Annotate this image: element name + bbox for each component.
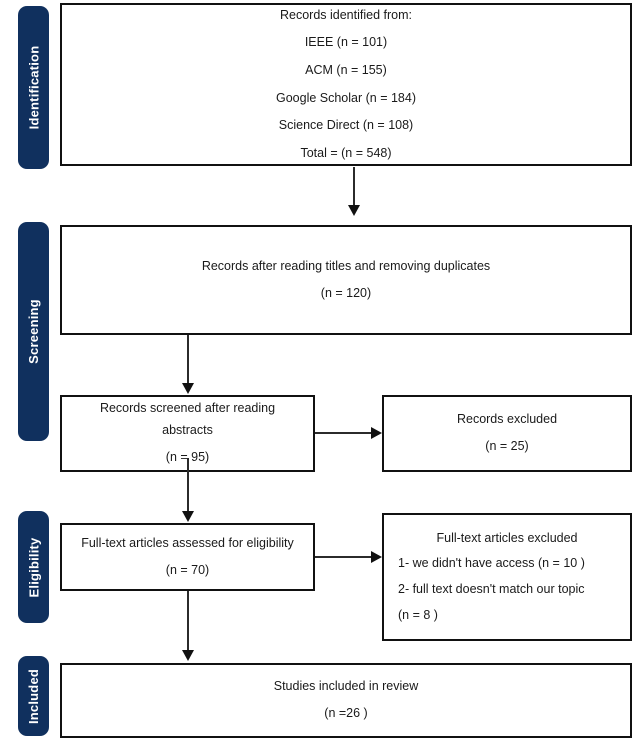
fulltext-assessed-line-1: Full-text articles assessed for eligibil… — [81, 535, 294, 550]
arrow-identified-to-titles — [348, 205, 360, 216]
connector-fulltext-to-excluded — [315, 556, 373, 558]
stage-bar-identification: Identification — [18, 6, 49, 169]
records-identified-line-5: Science Direct (n = 108) — [278, 118, 414, 133]
records-excluded-line-1: Records excluded — [456, 412, 558, 427]
fulltext-excluded-reason-3: (n = 8 ) — [398, 607, 438, 622]
records-after-titles-line-2: (n = 120) — [320, 285, 372, 300]
studies-included-line-1: Studies included in review — [273, 679, 419, 694]
stage-bar-eligibility: Eligibility — [18, 511, 49, 623]
arrow-screened-to-excluded — [371, 427, 382, 439]
fulltext-excluded-reason-2: 2- full text doesn't match our topic — [398, 582, 585, 596]
connector-identified-to-titles — [353, 167, 355, 211]
records-identified-line-3: ACM (n = 155) — [305, 62, 387, 77]
box-studies-included: Studies included in review (n =26 ) — [60, 663, 632, 738]
fulltext-excluded-title: Full-text articles excluded — [436, 530, 578, 545]
connector-screened-to-excluded — [315, 432, 373, 434]
fulltext-excluded-reason-1: 1- we didn't have access (n = 10 ) — [398, 556, 585, 571]
records-screened-line-3: (n = 95) — [165, 450, 210, 465]
box-records-excluded: Records excluded (n = 25) — [382, 395, 632, 472]
connector-fulltext-to-included — [187, 591, 189, 654]
records-identified-line-6: Total = (n = 548) — [300, 145, 392, 160]
records-screened-line-1: Records screened after reading — [99, 401, 276, 416]
records-identified-line-4: Google Scholar (n = 184) — [275, 90, 416, 105]
box-records-identified: Records identified from: IEEE (n = 101) … — [60, 3, 632, 166]
records-screened-line-2: abstracts — [162, 422, 213, 437]
stage-label-included: Included — [26, 668, 41, 724]
box-fulltext-assessed: Full-text articles assessed for eligibil… — [60, 523, 315, 591]
records-excluded-line-2: (n = 25) — [485, 439, 529, 453]
records-identified-line-2: IEEE (n = 101) — [304, 35, 388, 50]
stage-label-identification: Identification — [26, 45, 42, 130]
arrow-titles-to-screened — [182, 383, 194, 394]
connector-screened-to-fulltext — [187, 458, 189, 516]
arrow-screened-to-fulltext — [182, 511, 194, 522]
arrow-fulltext-to-excluded — [371, 551, 382, 563]
box-fulltext-excluded: Full-text articles excluded 1- we didn't… — [382, 513, 632, 641]
records-identified-line-1: Records identified from: — [279, 7, 412, 22]
stage-label-screening: Screening — [26, 299, 41, 364]
box-records-after-titles: Records after reading titles and removin… — [60, 225, 632, 335]
arrow-fulltext-to-included — [182, 650, 194, 661]
studies-included-line-2: (n =26 ) — [324, 706, 368, 720]
stage-bar-screening: Screening — [18, 222, 49, 441]
connector-titles-to-screened — [187, 335, 189, 389]
records-after-titles-line-1: Records after reading titles and removin… — [201, 258, 491, 273]
stage-bar-included: Included — [18, 656, 49, 736]
stage-label-eligibility: Eligibility — [26, 537, 42, 597]
fulltext-assessed-line-2: (n = 70) — [165, 562, 210, 577]
